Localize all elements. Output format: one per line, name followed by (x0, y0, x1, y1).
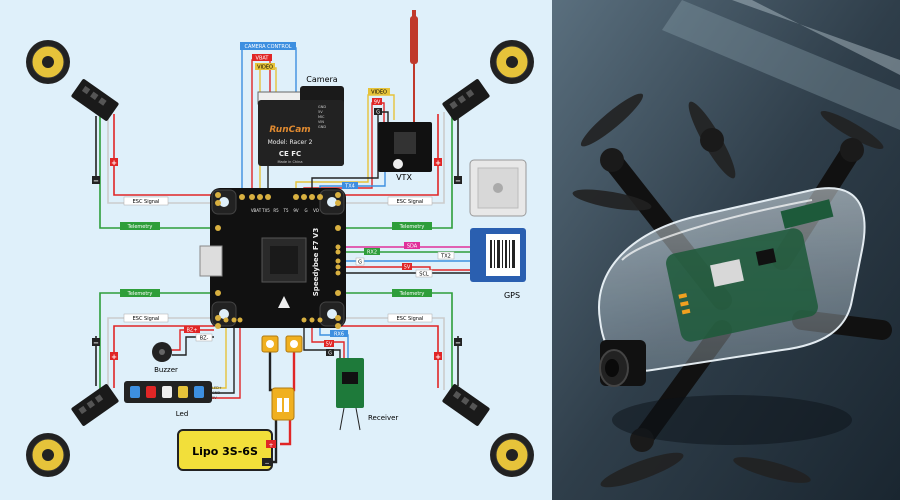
camera-pin: VIN (318, 120, 324, 124)
esc-signal-label: ESC Signal (397, 316, 424, 322)
led-label: Led (176, 410, 189, 418)
battery-label: Lipo 3S-6S (192, 445, 258, 458)
bz-minus-label: BZ- (200, 336, 209, 342)
fc-pad-label: VBAT (251, 208, 262, 213)
esc-board-icon (442, 384, 490, 426)
g-rx-label: G (328, 351, 332, 357)
tx2-label: TX2 (440, 254, 451, 260)
tx4-label: TX4 (344, 184, 355, 190)
buzzer-label: Buzzer (154, 366, 178, 374)
transparent-housing (598, 187, 866, 372)
telemetry-label: Telemetry (399, 291, 425, 297)
minus-marker: − (455, 177, 461, 185)
esc-signal-label: ESC Signal (133, 199, 160, 205)
gps: GPS (469, 159, 527, 300)
led-pin: GND (212, 391, 220, 395)
9v-label: 9V (374, 100, 381, 106)
motor-icon (26, 40, 70, 84)
camera-pin: MIC (318, 115, 325, 119)
fc-pads (215, 192, 341, 329)
battery: Lipo 3S-6S + − (177, 429, 276, 471)
vbat-label: VBAT (256, 56, 270, 62)
flight-controller: VBAT TX5 R5 T5 9V G VO Speedybee F7 V3 (199, 188, 346, 329)
minus-marker: − (93, 339, 99, 347)
arrow-icon (278, 296, 290, 308)
camera-label: Camera (306, 75, 337, 84)
led-pin: 5V (212, 396, 217, 400)
minus-marker: − (264, 460, 269, 467)
telemetry-label: Telemetry (127, 224, 153, 230)
led-strip-icon: LED+ GND 5V Led (124, 381, 222, 418)
esc-signal-label: ESC Signal (397, 199, 424, 205)
bz-plus-label: BZ+ (186, 328, 197, 334)
g-vtx-label: G (376, 110, 380, 116)
esc-signal-label: ESC Signal (133, 316, 160, 322)
rx2-label: RX2 (367, 250, 377, 256)
camera-brand: RunCam (269, 125, 310, 135)
camera: RunCam Model: Racer 2 CE FC Made in Chin… (257, 75, 344, 166)
motor-icon (490, 40, 534, 84)
battery-pads (261, 335, 303, 353)
fc-pad-label: TX5 (261, 208, 270, 213)
drone-photo-icon (552, 0, 900, 500)
plus-marker: + (435, 159, 441, 167)
plus-marker: + (435, 353, 441, 361)
fc-pad-label: T5 (283, 208, 289, 213)
sda-label: SDA (407, 244, 418, 250)
vtx-label: VTX (396, 173, 412, 182)
fc-name: Speedybee F7 V3 (312, 228, 320, 297)
led-pin: LED+ (212, 386, 222, 390)
camera-model: Model: Racer 2 (268, 139, 313, 146)
minus-marker: − (455, 339, 461, 347)
front-camera (599, 340, 646, 387)
telemetry-label: Telemetry (399, 224, 425, 230)
plus-marker: + (111, 159, 117, 167)
fc-pad-label: VO (313, 208, 319, 213)
antenna-icon (410, 16, 418, 64)
telemetry-label: Telemetry (127, 291, 153, 297)
camera-origin: Made in China (278, 160, 303, 164)
motor-icon (26, 433, 70, 477)
camera-pin: GND (318, 105, 326, 109)
5v-gps-label: 5V (404, 265, 411, 271)
motor-icon (490, 433, 534, 477)
video-label: VIDEO (257, 65, 273, 71)
video-vtx-label: VIDEO (371, 90, 387, 96)
camera-pin: GND (318, 125, 326, 129)
buzzer-icon: Buzzer (152, 342, 178, 374)
receiver: Receiver (336, 358, 398, 431)
power-markers: + − + − + − + − (92, 158, 462, 361)
motor-wiring (95, 110, 459, 392)
camera-cert: CE FC (279, 150, 301, 158)
camera-pin: 5V (318, 110, 323, 114)
scl-label: SCL (419, 272, 429, 278)
usb-port (199, 245, 223, 277)
fc-pad-label: 9V (293, 208, 299, 213)
esc-board-icon (71, 384, 119, 426)
xt60-connector-icon (271, 387, 295, 421)
gps-label: GPS (504, 291, 520, 300)
receiver-label: Receiver (368, 414, 398, 422)
wiring-diagram: + − + − + − + − ESC Signal Telemetry ESC… (26, 10, 534, 477)
minus-marker: − (93, 177, 99, 185)
plus-marker: + (111, 353, 117, 361)
plus-marker: + (268, 442, 273, 449)
camera-control-label: CAMERA CONTROL (244, 44, 291, 50)
5v-rx-label: 5V (326, 342, 333, 348)
esc-board-icon (442, 79, 490, 121)
rx6-label: RX6 (334, 332, 344, 338)
wire-labels: ESC Signal Telemetry ESC Signal Telemetr… (120, 42, 455, 357)
fc-pad-label: R5 (273, 208, 279, 213)
esc-board-icon (71, 79, 119, 121)
fc-pad-label: G (304, 208, 307, 213)
g-gps-label: G (358, 260, 362, 266)
vtx: VTX (378, 10, 432, 182)
